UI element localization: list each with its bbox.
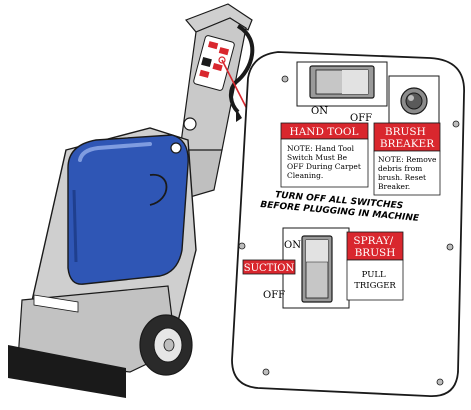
hand-tool-rocker-switch[interactable] [310,66,374,98]
control-panel: ON OFF HAND TOOL NOTE: Hand Tool Switch … [232,52,464,396]
hand-tool-note-line: OFF During Carpet [287,162,361,171]
hand-tool-note-line: Cleaning. [287,171,323,180]
blue-tank [68,135,188,284]
spray-brush-note-line: PULL [362,270,386,280]
brush-breaker-title: BRUSH BREAKER [380,126,435,150]
brush-breaker-note-line: Breaker. [378,182,410,191]
suction-off-label: OFF [263,290,285,301]
hand-tool-title: HAND TOOL [290,126,359,138]
suction-on-label: ON [284,240,301,251]
hand-tool-note-line: Switch Must Be [287,153,348,162]
spray-brush-note-line: TRIGGER [354,281,396,291]
breaker-reset-button[interactable] [401,88,427,114]
hand-tool-off-label: OFF [350,113,372,124]
brush-breaker-note-line: debris from [378,164,422,173]
spray-brush-section: SPRAY/ BRUSH PULL TRIGGER [347,232,403,300]
suction-title: SUCTION [244,263,295,274]
brush-breaker-note-line: NOTE: Remove [378,155,437,164]
spray-brush-title-line: SPRAY/ [353,235,393,247]
carpet-extractor-machine [8,4,252,398]
brush-breaker-title-line: BREAKER [380,138,435,150]
hand-tool-on-label: ON [311,106,328,117]
suction-rocker-switch[interactable] [302,236,332,302]
machine-wheel [140,315,192,375]
hand-tool-note-line: NOTE: Hand Tool [287,144,355,153]
brush-breaker-note-line: brush. Reset [378,173,426,182]
spray-brush-title: SPRAY/ BRUSH [353,235,396,259]
spray-brush-title-line: BRUSH [355,247,396,259]
brush-breaker-title-line: BRUSH [385,126,426,138]
